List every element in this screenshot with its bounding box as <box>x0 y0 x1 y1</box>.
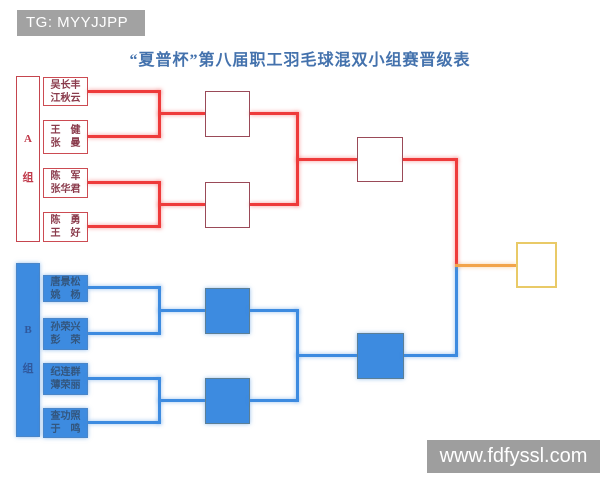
connector <box>88 181 161 184</box>
connector <box>404 354 458 357</box>
semifinal-box-a2 <box>205 182 250 228</box>
connector <box>158 309 205 312</box>
connector-final <box>455 264 516 267</box>
connector <box>88 225 161 228</box>
team-a3-player2: 张华君 <box>50 184 81 195</box>
team-b2-player2: 彭 荣 <box>50 335 81 346</box>
group-b-label: B 组 <box>16 263 40 437</box>
group-a-final-box <box>357 137 403 182</box>
connector <box>88 332 161 335</box>
team-a2-player1: 王 健 <box>50 125 81 136</box>
connector <box>250 112 299 115</box>
semifinal-box-a1 <box>205 91 250 137</box>
page-title: “夏普杯”第八届职工羽毛球混双小组赛晋级表 <box>129 52 471 69</box>
connector <box>250 309 299 312</box>
connector <box>296 354 357 357</box>
connector <box>403 158 458 161</box>
connector <box>250 399 299 402</box>
team-b4-player2: 于 鸣 <box>50 424 81 435</box>
connector <box>250 203 299 206</box>
team-a4-player2: 王 好 <box>50 228 81 239</box>
team-box-b3: 纪连群 薄荣丽 <box>43 363 88 395</box>
connector <box>455 266 458 357</box>
team-a1-player1: 吴长丰 <box>50 79 81 91</box>
connector <box>158 399 205 402</box>
connector <box>296 158 357 161</box>
group-a-label: A 组 <box>16 76 40 242</box>
team-a2-player2: 张 曼 <box>50 138 81 149</box>
team-b3-player2: 薄荣丽 <box>50 380 81 391</box>
team-b1-player1: 唐景松 <box>50 276 81 288</box>
group-a-letter: A <box>24 133 32 145</box>
team-box-b2: 孙荣兴 彭 荣 <box>43 318 88 350</box>
watermark-bottom-right: www.fdfyssl.com <box>427 440 600 473</box>
team-a3-player1: 陈 军 <box>50 171 81 182</box>
team-box-a3: 陈 军 张华君 <box>43 168 88 198</box>
team-b1-player2: 姚 杨 <box>50 289 81 301</box>
champion-box <box>516 242 557 288</box>
connector <box>88 286 161 289</box>
team-a4-player1: 陈 勇 <box>50 215 81 226</box>
team-box-b4: 查功照 于 鸣 <box>43 408 88 438</box>
group-b-final-box <box>357 333 404 379</box>
connector <box>158 203 205 206</box>
connector <box>88 135 161 138</box>
connector <box>158 112 205 115</box>
team-a1-player2: 江秋云 <box>50 92 81 104</box>
semifinal-box-b2 <box>205 378 250 424</box>
team-box-a4: 陈 勇 王 好 <box>43 212 88 242</box>
watermark-top-left: TG: MYYJJPP <box>17 10 145 36</box>
semifinal-box-b1 <box>205 288 250 334</box>
team-b2-player1: 孙荣兴 <box>50 322 81 333</box>
connector <box>455 158 458 267</box>
team-box-a1: 吴长丰 江秋云 <box>43 77 88 106</box>
connector <box>88 377 161 380</box>
connector <box>88 421 161 424</box>
team-box-b1: 唐景松 姚 杨 <box>43 275 88 302</box>
group-a-suffix: 组 <box>22 172 34 184</box>
team-b4-player1: 查功照 <box>50 411 81 422</box>
team-box-a2: 王 健 张 曼 <box>43 120 88 154</box>
team-b3-player1: 纪连群 <box>50 367 81 378</box>
connector <box>88 90 161 93</box>
group-b-suffix: 组 <box>22 363 34 375</box>
group-b-letter: B <box>24 324 32 336</box>
